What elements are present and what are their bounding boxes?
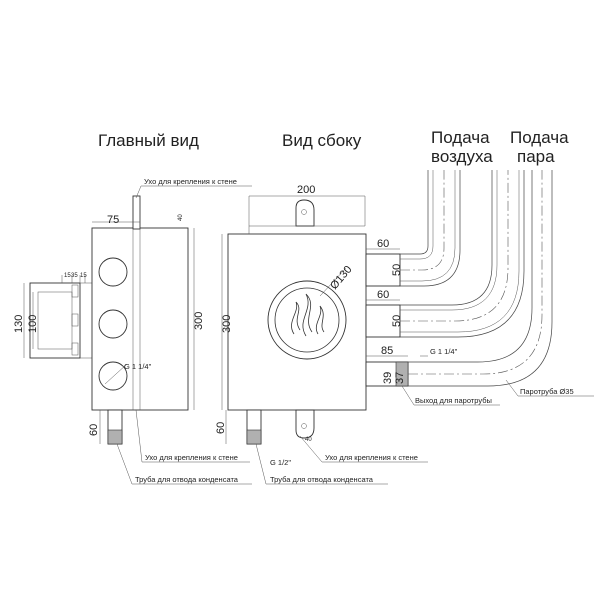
air-supply-title-line1: Подача [431,128,490,147]
front-mount-ear [132,195,141,230]
front-thread-label: G 1 1/4" [124,362,152,371]
air-supply-pipe [400,170,461,287]
front-view-title: Главный вид [98,131,199,150]
front-bottom-dim: 60 [88,424,100,436]
steam-supply-title-line1: Подача [510,128,569,147]
steam-length-dim: 60 [377,289,389,301]
front-small-dim-b: 35 [71,273,78,279]
flame-icon [291,293,325,337]
side-bottom-dim: 60 [215,422,227,434]
side-height-dim: 300 [221,315,233,333]
side-window-outer [267,280,347,360]
air-length-dim: 60 [377,238,389,250]
outlet-length-dim: 85 [381,345,393,357]
front-height-dim: 300 [193,312,205,330]
air-diameter-dim: 50 [391,264,403,276]
outlet-thread-label: G 1 1/4" [430,347,458,356]
outlet-dim-a: 39 [382,372,394,384]
side-steam-connection [365,304,401,338]
side-condensate-thread [246,429,262,445]
side-mount-ear-top [295,199,315,227]
front-port-air [98,257,128,287]
front-small-dim-a: 15 [64,273,71,279]
side-mount-ear-bottom [295,409,315,439]
air-supply-title-line2: воздуха [431,147,493,166]
condensate-label-left: Труба для отвода конденсата [135,475,239,484]
side-view [227,195,409,445]
front-port-steam [98,309,128,339]
steam-outlet-pipe [408,170,553,387]
steam-supply-pipe [400,170,525,338]
front-outer-dim: 130 [13,315,25,333]
outlet-dim-b: 37 [394,372,406,384]
steam-pipe-label: Паротруба Ø35 [520,387,574,396]
condensate-label-right: Труба для отвода конденсата [270,475,374,484]
side-thread-label: G 1/2" [270,458,291,467]
steam-supply-title-line2: пара [517,147,555,166]
mount-ear-label-bottom-right: Ухо для крепления к стене [325,453,418,462]
front-port-outlet [98,361,128,391]
side-view-title: Вид сбоку [282,131,362,150]
front-width-dim: 75 [107,214,119,226]
side-ear-dim: 40 [305,437,312,443]
front-ear-dim: 40 [178,214,184,221]
front-condensate-thread [107,429,123,445]
front-inner-dim: 100 [27,315,39,333]
mount-ear-label-bottom-left: Ухо для крепления к стене [145,453,238,462]
front-wall-bracket [29,282,81,359]
mount-ear-label-top: Ухо для крепления к стене [144,177,237,186]
front-view [29,195,189,445]
side-window-inner [274,287,340,353]
side-width-dim: 200 [297,184,315,196]
steam-diameter-dim: 50 [391,315,403,327]
front-small-dim-c: 15 [80,273,87,279]
steam-outlet-label: Выход для паротрубы [415,396,492,405]
